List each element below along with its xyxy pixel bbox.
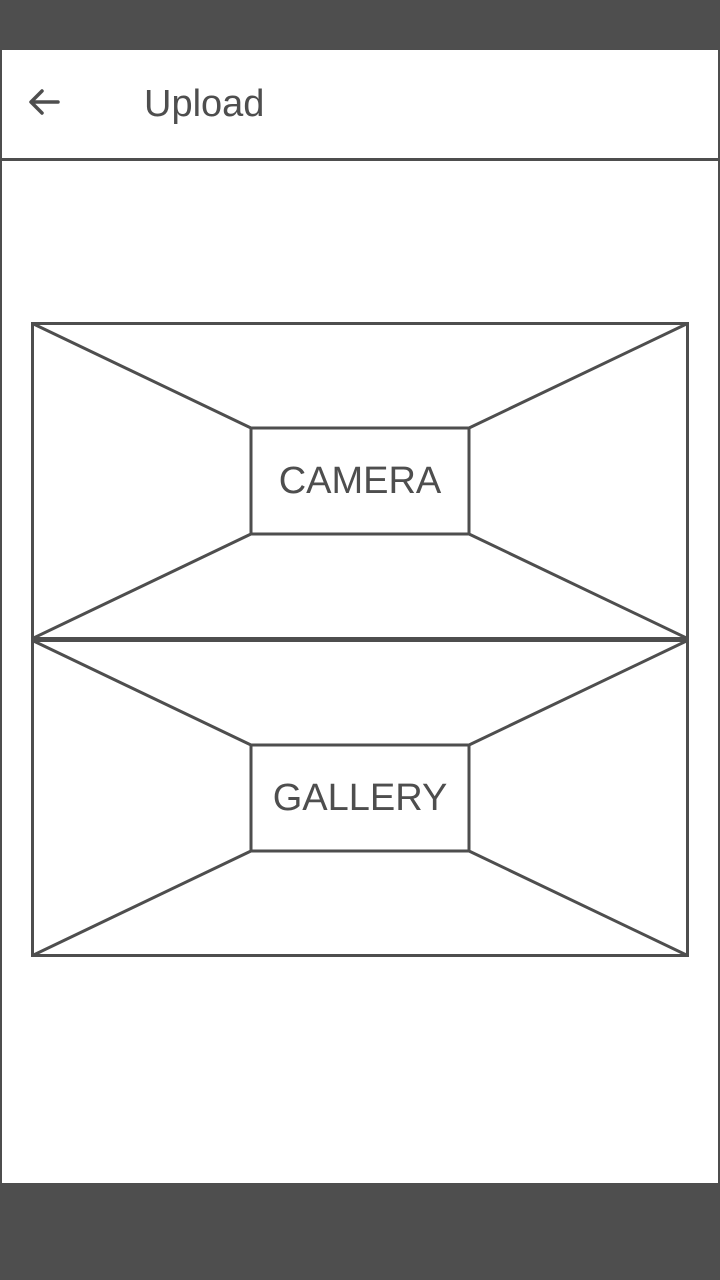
upload-screen: Upload CAMERA GALLERY xyxy=(2,50,718,1183)
page-title: Upload xyxy=(144,83,265,125)
gallery-tile-frame xyxy=(31,639,689,957)
status-bar xyxy=(0,0,720,50)
arrow-left-icon xyxy=(29,89,60,115)
gallery-label: GALLERY xyxy=(272,776,448,819)
navigation-bar xyxy=(0,1183,720,1280)
camera-tile-frame xyxy=(31,322,689,640)
app-bar: Upload xyxy=(2,50,718,161)
camera-label: CAMERA xyxy=(278,459,442,502)
camera-option[interactable]: CAMERA xyxy=(31,322,689,640)
back-button[interactable] xyxy=(24,80,68,124)
gallery-option[interactable]: GALLERY xyxy=(31,639,689,957)
